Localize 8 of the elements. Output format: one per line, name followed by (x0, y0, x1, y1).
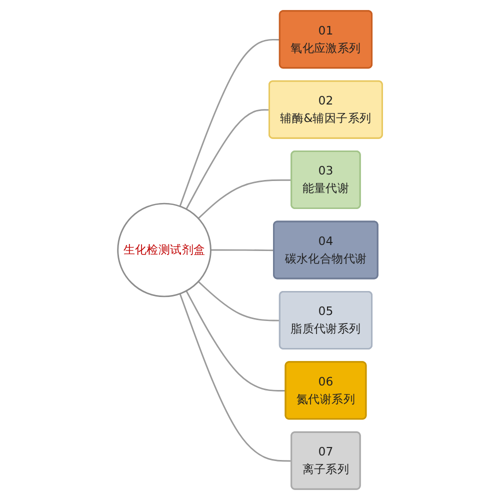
node-circle: 生化检测试剂盒 (117, 202, 212, 298)
connector (179, 38, 280, 207)
connector (179, 293, 292, 462)
connector (198, 281, 280, 322)
connector (186, 109, 270, 210)
connector (198, 179, 292, 219)
connector (186, 290, 286, 392)
connector (210, 249, 274, 252)
